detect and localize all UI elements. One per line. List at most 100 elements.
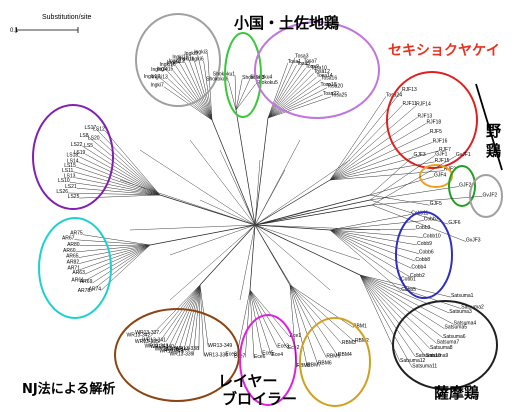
- leaf-branch: [78, 162, 161, 196]
- leaf-label: Ece2: [288, 345, 300, 351]
- leaf-branch: [329, 229, 402, 281]
- leaf-branch: [267, 79, 322, 119]
- tree-branch: [254, 204, 373, 226]
- leaf-label: Ingki9: [184, 51, 198, 57]
- leaf-label: AR80: [67, 242, 80, 248]
- tree-branch: [219, 149, 256, 226]
- leaf-branch: [359, 274, 437, 344]
- leaf-branch: [78, 244, 151, 258]
- leaf-branch: [178, 284, 201, 351]
- leaf-branch: [329, 105, 417, 181]
- leaf-branch: [184, 62, 213, 121]
- tree-branch: [249, 224, 256, 291]
- leaf-branch: [92, 244, 151, 284]
- tree-branch: [254, 224, 331, 231]
- leaf-label: Cobb9: [417, 241, 432, 247]
- leaf-branch: [289, 284, 297, 368]
- leaf-label: GJF5: [430, 201, 442, 207]
- leaf-label: Cobb8: [415, 257, 430, 263]
- leaf-branch: [359, 274, 413, 368]
- leaf-label: RJF7: [439, 147, 451, 153]
- leaf-branch: [267, 94, 323, 119]
- leaf-label: RJF13: [417, 113, 432, 119]
- leaf-branch: [289, 284, 319, 365]
- leaf-label: Cobb10: [423, 233, 441, 239]
- leaf-branch: [329, 117, 418, 181]
- cluster-ellipse-wr: [114, 308, 240, 402]
- leaf-label: Cobb2: [410, 273, 425, 279]
- tree-branch: [129, 224, 256, 231]
- leaf-branch: [267, 69, 312, 119]
- cluster-ellipse-tosa: [254, 21, 380, 119]
- tree-branch: [254, 179, 331, 226]
- leaf-label: Tosa7: [304, 59, 318, 65]
- leaf-label: RBM1: [353, 323, 367, 329]
- leaf-branch: [267, 76, 317, 119]
- leaf-branch: [199, 284, 205, 357]
- leaf-label: Ingki7: [150, 83, 164, 89]
- leaf-label: AR61: [71, 277, 84, 283]
- leaf-label: RJF13: [402, 87, 417, 93]
- leaf-branch: [249, 289, 290, 338]
- tree-branch: [199, 224, 256, 286]
- leaf-label: LS8: [80, 133, 89, 139]
- leaf-branch: [329, 90, 403, 181]
- leaf-label: GJF2: [459, 182, 471, 188]
- leaf-branch: [167, 78, 213, 121]
- leaf-branch: [329, 142, 433, 181]
- tree-branch: [235, 109, 256, 226]
- leaf-branch: [289, 284, 308, 367]
- leaf-label: LS26: [56, 189, 68, 195]
- leaf-label: Satsuma3: [449, 309, 472, 315]
- leaf-branch: [73, 171, 161, 196]
- leaf-branch: [359, 274, 416, 357]
- leaf-branch: [329, 229, 418, 246]
- leaf-branch: [180, 63, 213, 121]
- leaf-label: Tosa1: [288, 59, 302, 65]
- leaf-label: Cobb4: [411, 264, 426, 270]
- leaf-branch: [188, 58, 213, 121]
- leaf-branch: [369, 186, 460, 201]
- leaf-branch: [194, 60, 213, 121]
- leaf-branch: [249, 289, 278, 348]
- leaf-label: Ingki3: [194, 49, 208, 55]
- tree-branch: [211, 119, 256, 226]
- leaf-label: Tosa22: [323, 91, 339, 97]
- leaf-label: Shokoku6: [206, 77, 228, 83]
- leaf-label: GvJF3: [466, 238, 481, 244]
- leaf-label: Tosa14: [316, 73, 332, 79]
- leaf-branch: [68, 192, 161, 196]
- cluster-ellipse-satsuma: [392, 300, 498, 390]
- leaf-label: LS14: [67, 158, 79, 164]
- leaf-label: AR74: [89, 286, 102, 292]
- leaf-label: Shokoku3: [242, 75, 264, 81]
- label-broiler: ブロイラー: [222, 390, 298, 408]
- tree-branch: [254, 117, 269, 226]
- leaf-label: Satsuma5: [445, 325, 468, 331]
- leaf-label: Satsuma8: [430, 345, 453, 351]
- leaf-branch: [175, 65, 213, 121]
- leaf-label: RJF14: [416, 102, 431, 108]
- leaf-branch: [289, 284, 354, 328]
- leaf-branch: [371, 155, 457, 206]
- leaf-branch: [329, 104, 403, 181]
- leaf-branch: [289, 284, 327, 358]
- leaf-branch: [96, 128, 161, 196]
- leaf-label: WR13-346: [155, 346, 179, 352]
- leaf-label: LS12: [93, 127, 105, 133]
- leaf-label: Ingki16: [160, 62, 176, 68]
- leaf-branch: [163, 86, 213, 121]
- leaf-branch: [267, 62, 304, 119]
- leaf-branch: [167, 70, 213, 121]
- leaf-label: Cobb1: [401, 277, 416, 283]
- leaf-branch: [69, 181, 161, 196]
- leaf-label: Ingki13: [152, 74, 168, 80]
- leaf-branch: [249, 289, 272, 357]
- tree-branch: [254, 224, 361, 276]
- leaf-branch: [359, 274, 462, 309]
- leaf-branch: [329, 229, 424, 238]
- leaf-label: Cobb7: [424, 217, 439, 223]
- leaf-label: Ece3: [277, 343, 289, 349]
- leaf-branch: [82, 234, 151, 246]
- tree-branch: [254, 199, 371, 226]
